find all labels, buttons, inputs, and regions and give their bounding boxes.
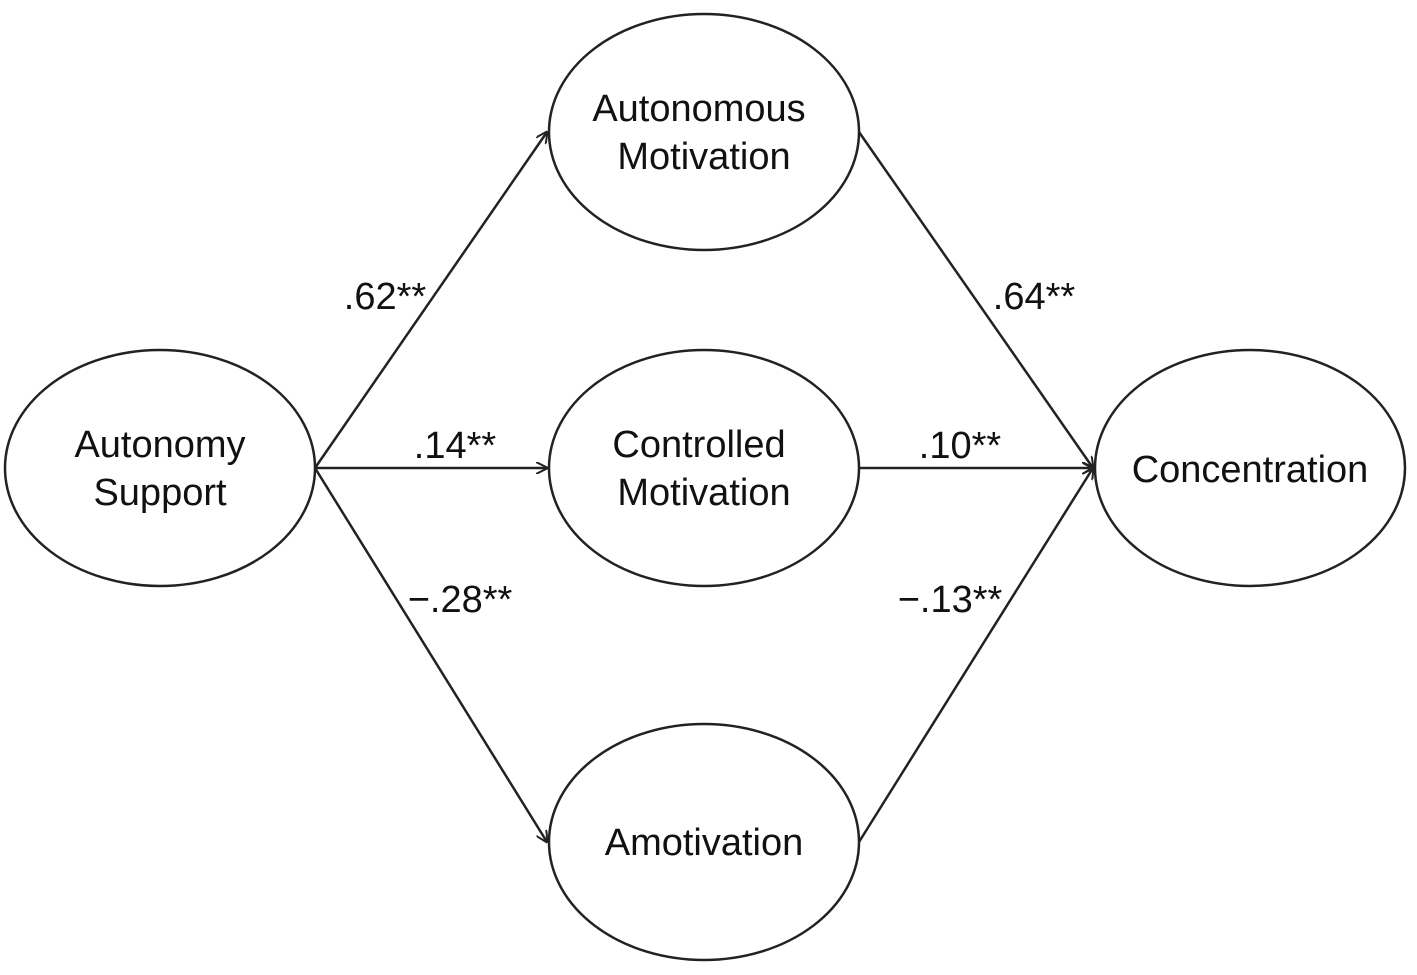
node-amotivation: Amotivation bbox=[547, 722, 861, 962]
edge-label-amotivation-to-concentration: −.13** bbox=[898, 579, 1003, 621]
edges bbox=[313, 131, 1093, 843]
node-label: Autonomous bbox=[592, 88, 805, 130]
edge-label-autonomy-support-to-controlled-motivation: .14** bbox=[414, 425, 497, 467]
node-label: Amotivation bbox=[605, 822, 804, 864]
node-label: Autonomy bbox=[74, 424, 245, 466]
node-label: Support bbox=[93, 472, 227, 514]
node-label: Motivation bbox=[617, 472, 790, 514]
edge-label-autonomy-support-to-autonomous-motivation: .62** bbox=[344, 276, 427, 318]
edge-amotivation-to-concentration bbox=[857, 468, 1093, 843]
edge-label-autonomy-support-to-amotivation: −.28** bbox=[408, 579, 513, 621]
node-concentration: Concentration bbox=[1093, 348, 1407, 588]
edge-label-controlled-motivation-to-concentration: .10** bbox=[919, 425, 1002, 467]
node-autonomous-motivation: Autonomous Motivation bbox=[547, 12, 861, 252]
edge-autonomous-motivation-to-concentration bbox=[857, 131, 1093, 468]
node-label: Motivation bbox=[617, 136, 790, 178]
edge-autonomy-support-to-autonomous-motivation bbox=[313, 132, 547, 469]
edge-autonomy-support-to-amotivation bbox=[313, 467, 547, 842]
node-label: Concentration bbox=[1132, 449, 1369, 491]
edge-label-autonomous-motivation-to-concentration: .64** bbox=[993, 276, 1076, 318]
node-controlled-motivation: Controlled Motivation bbox=[547, 348, 861, 588]
edge-labels: .62** .14** −.28** .64** .10** −.13** bbox=[344, 276, 1076, 621]
node-label: Controlled bbox=[612, 424, 785, 466]
node-autonomy-support: Autonomy Support bbox=[3, 348, 317, 588]
